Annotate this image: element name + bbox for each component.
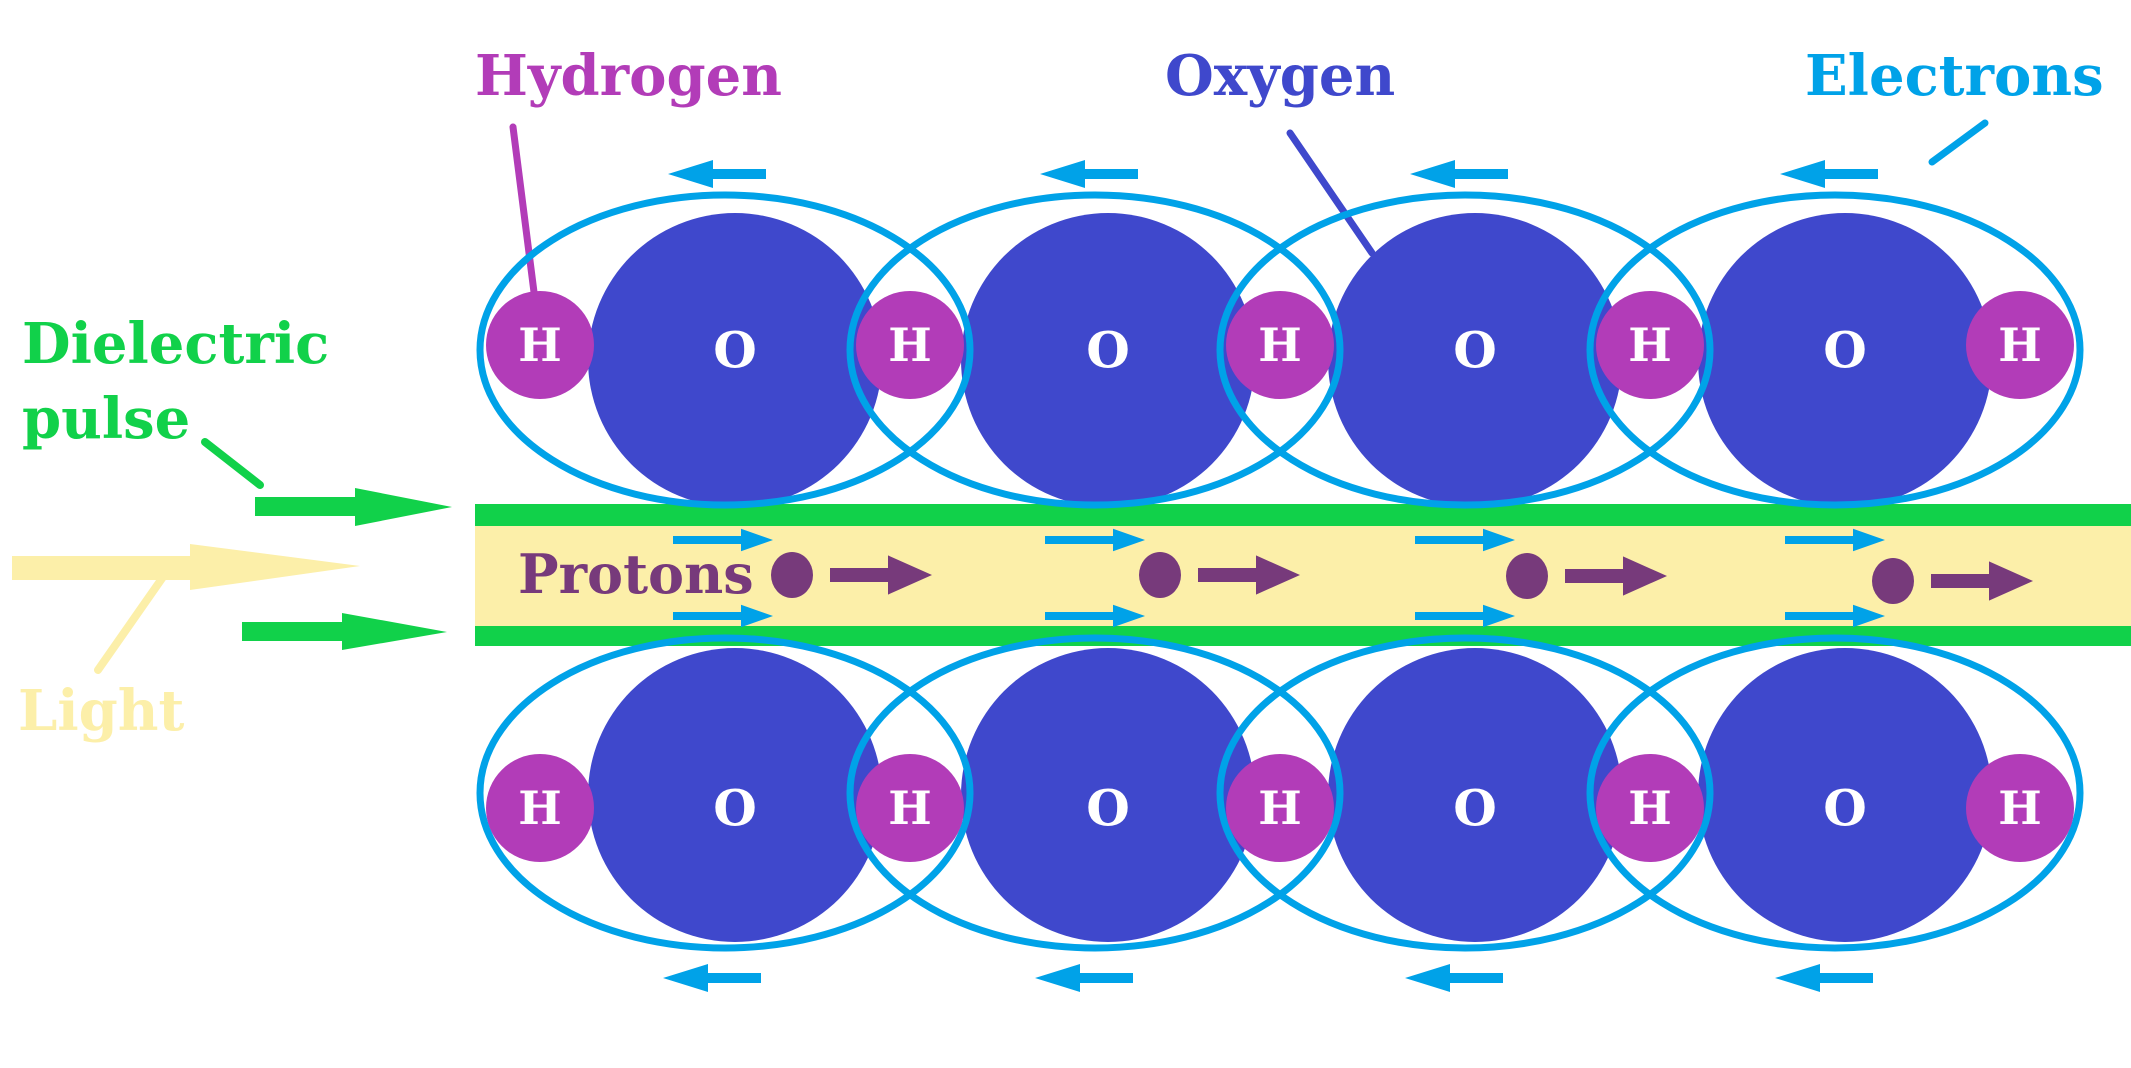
pointer-lines xyxy=(94,119,1989,674)
proton xyxy=(1872,558,1914,604)
electron-arrow-top xyxy=(668,160,766,188)
proton-arrow xyxy=(830,555,932,595)
electron-cloud xyxy=(1216,191,1714,509)
current-arrow-bottom xyxy=(673,604,773,628)
hydrogen-symbol: H xyxy=(518,781,561,835)
hydrogen-pointer xyxy=(509,123,539,304)
oxygen-symbol: O xyxy=(1453,779,1497,838)
proton-arrow xyxy=(1198,555,1300,595)
hydrogen-symbol: H xyxy=(1628,318,1671,372)
hydrogen-symbol: H xyxy=(888,781,931,835)
hydrogen-atom xyxy=(1226,291,1334,399)
electron-arrow-bottom xyxy=(1405,964,1503,992)
dielectric-strip-top xyxy=(475,504,2131,526)
hydrogen-atom xyxy=(486,291,594,399)
light-label: Light xyxy=(18,678,185,744)
hydrogen-symbol: H xyxy=(1628,781,1671,835)
current-arrow-top xyxy=(1415,528,1515,552)
oxygen-atom xyxy=(588,648,882,942)
dielectric-arrow-top xyxy=(255,488,452,526)
oxygen-symbol: O xyxy=(1453,321,1497,380)
oxygen-pointer xyxy=(1286,129,1376,257)
hydrogen-symbol: H xyxy=(1258,318,1301,372)
electron-arrow-bottom xyxy=(1775,964,1873,992)
oxygen-atom xyxy=(1328,648,1622,942)
hydrogen-atom xyxy=(486,754,594,862)
electron-cloud xyxy=(846,634,1344,952)
proton-arrow xyxy=(1565,556,1667,596)
electron-symbol: e xyxy=(1887,135,1920,196)
electron-arrow-top xyxy=(1040,160,1138,188)
oxygen-atom xyxy=(1698,213,1992,507)
oxygen-symbol: O xyxy=(713,321,757,380)
hydrogen-symbol: H xyxy=(888,318,931,372)
dielectric-label-line2: pulse xyxy=(22,386,190,452)
hydrogen-symbol: H xyxy=(1998,781,2041,835)
oxygen-atom xyxy=(1698,648,1992,942)
oxygen-atom xyxy=(588,213,882,507)
proton xyxy=(1506,553,1548,599)
electrons-label: Electrons xyxy=(1805,43,2104,109)
hydrogen-atom xyxy=(1966,291,2074,399)
proton-flow xyxy=(771,552,2033,604)
current-arrow-top xyxy=(1785,528,1885,552)
dielectric-arrow-bottom xyxy=(242,613,447,650)
protons-label: Protons xyxy=(518,542,754,606)
electrons-pointer xyxy=(1928,119,1989,166)
dielectric-pointer xyxy=(201,438,264,489)
electron-cloud xyxy=(476,191,974,509)
hydrogen-atom xyxy=(856,291,964,399)
dielectric-label-line1: Dielectric xyxy=(22,311,329,377)
current-arrow-bottom xyxy=(1045,604,1145,628)
current-arrow-top xyxy=(1045,528,1145,552)
electron-cloud xyxy=(1216,634,1714,952)
electron-symbol: e xyxy=(1146,135,1179,196)
electron-arrow-top xyxy=(1410,160,1508,188)
electron-arrow-top xyxy=(1780,160,1878,188)
hydrogen-symbol: H xyxy=(1258,781,1301,835)
hydrogen-label: Hydrogen xyxy=(475,43,782,109)
oxygen-symbol: O xyxy=(1086,321,1130,380)
electron-arrow-bottom xyxy=(1035,964,1133,992)
oxygen-atom xyxy=(961,213,1255,507)
electron-symbol: e xyxy=(775,135,808,196)
oxygen-symbol: O xyxy=(1086,779,1130,838)
hydrogen-atom xyxy=(856,754,964,862)
hydrogen-atom xyxy=(1596,754,1704,862)
hydrogen-symbol: H xyxy=(1998,318,2041,372)
oxygen-symbol: O xyxy=(1823,779,1867,838)
oxygen-label: Oxygen xyxy=(1165,43,1395,109)
electron-arrow-bottom xyxy=(663,964,761,992)
proton xyxy=(771,552,813,598)
light-pointer xyxy=(94,573,167,674)
light-arrow xyxy=(12,544,360,590)
hydrogen-symbol: H xyxy=(518,318,561,372)
proton-arrow xyxy=(1931,561,2033,601)
current-arrow-bottom xyxy=(1415,604,1515,628)
input-arrows xyxy=(12,488,452,650)
electron-symbol: e xyxy=(1514,135,1547,196)
electron-cloud xyxy=(846,191,1344,509)
oxygen-symbol: O xyxy=(1823,321,1867,380)
hydrogen-atom xyxy=(1966,754,2074,862)
dielectric-strip-bottom xyxy=(475,626,2131,646)
current-arrow-top xyxy=(673,528,773,552)
electron-cloud xyxy=(1586,634,2084,952)
oxygen-symbol: O xyxy=(713,779,757,838)
hydrogen-atom xyxy=(1596,291,1704,399)
hydrogen-atom xyxy=(1226,754,1334,862)
oxygen-atom xyxy=(961,648,1255,942)
electron-cloud xyxy=(1586,191,2084,509)
electron-cloud xyxy=(476,634,974,952)
proton xyxy=(1139,552,1181,598)
oxygen-atom xyxy=(1328,213,1622,507)
current-arrow-bottom xyxy=(1785,604,1885,628)
